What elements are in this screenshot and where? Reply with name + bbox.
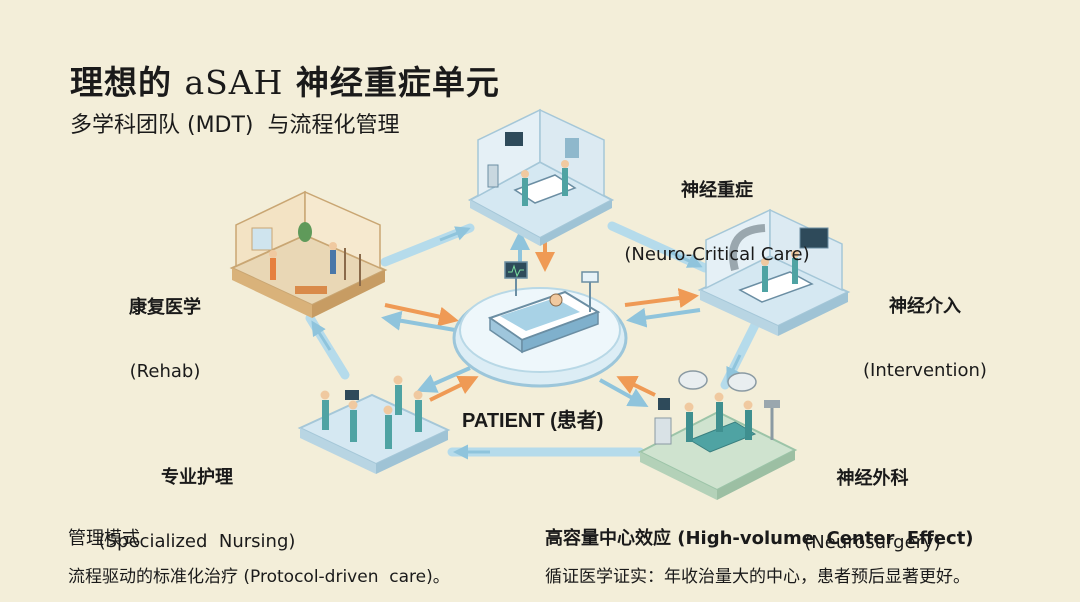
label-rehab-cn: 康复医学 [110, 295, 220, 321]
neurocritical-room-illustration [470, 110, 612, 246]
spoke-intervention-in [625, 296, 695, 305]
arrow-to-rehab [313, 323, 330, 350]
title-part-1: 理想的 [70, 63, 185, 102]
management-mode-title: 管理模式 [68, 524, 140, 550]
label-nursing-cn: 专业护理 [92, 465, 302, 491]
patient-label: PATIENT (患者) [462, 404, 603, 433]
label-rehab-en: (Rehab) [110, 359, 220, 385]
high-volume-title: 高容量中心效应 (High-volume Center Effect) [545, 524, 974, 550]
high-volume-body: 循证医学证实：年收治量大的中心，患者预后显著更好。 [545, 562, 970, 587]
label-intervention-en: (Intervention) [855, 358, 995, 384]
title-latin: aSAH [185, 63, 284, 102]
title-part-2: 神经重症单元 [283, 63, 500, 102]
spoke-intervention-out [630, 310, 700, 320]
label-neuro-critical: 神经重症 (Neuro-Critical Care) [617, 140, 817, 287]
page-title: 理想的 aSAH 神经重症单元 [70, 56, 500, 104]
neurosurgery-platform-illustration [640, 371, 795, 500]
spoke-neurosurgery-out [600, 380, 645, 405]
spoke-rehab-out [385, 318, 455, 330]
nursing-platform-illustration [300, 376, 448, 475]
label-intervention-cn: 神经介入 [855, 294, 995, 320]
rehab-room-illustration [232, 192, 385, 318]
label-intervention: 神经介入 (Intervention) [855, 256, 995, 403]
management-mode-body: 流程驱动的标准化治疗 (Protocol-driven care)。 [68, 562, 450, 587]
spoke-nursing-out [420, 368, 470, 390]
label-neurosurgery: 神经外科 (Neurosurgery) [800, 428, 945, 575]
patient-platform [454, 262, 626, 386]
label-rehab: 康复医学 (Rehab) [110, 257, 220, 404]
page-subtitle: 多学科团队 (MDT) 与流程化管理 [70, 107, 400, 139]
label-nursing: 专业护理 (Specialized Nursing) [92, 427, 302, 574]
spoke-rehab-in [385, 305, 455, 320]
label-neuro-critical-cn: 神经重症 [617, 178, 817, 204]
label-neuro-critical-en: (Neuro-Critical Care) [617, 242, 817, 268]
label-neurosurgery-cn: 神经外科 [800, 466, 945, 492]
